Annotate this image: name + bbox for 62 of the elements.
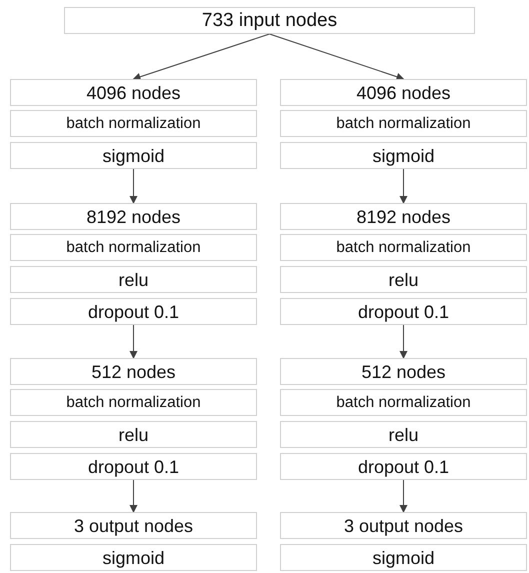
layer-box [10, 298, 257, 325]
layer-box [10, 203, 257, 230]
layer-label: 512 nodes [91, 362, 176, 380]
layer-box [280, 358, 527, 385]
layer-box [280, 234, 527, 261]
layer-box [280, 389, 527, 416]
layer-box [10, 453, 257, 480]
arrow [400, 168, 408, 204]
layer-box [10, 358, 257, 385]
layer-label: sigmoid [102, 146, 165, 164]
arrow [130, 168, 138, 204]
layer-label: dropout 0.1 [88, 302, 180, 320]
layer-label: batch normalization [66, 116, 201, 132]
layer-box [10, 266, 257, 293]
layer-label: 3 output nodes [344, 516, 464, 534]
layer-label: batch normalization [336, 240, 471, 256]
layer-label: batch normalization [336, 394, 471, 410]
layer-box [10, 142, 257, 169]
layer-box [10, 389, 257, 416]
arrow [132, 34, 270, 81]
layer-box [280, 266, 527, 293]
arrow [400, 324, 408, 359]
layer-box [10, 544, 257, 571]
layer-label: dropout 0.1 [88, 458, 180, 476]
layer-box [280, 298, 527, 325]
layer-label: 3 output nodes [74, 516, 194, 534]
layer-box [10, 110, 257, 137]
arrow [400, 480, 408, 513]
layer-label: batch normalization [66, 394, 201, 410]
layer-box [10, 421, 257, 448]
layer-label: batch normalization [66, 240, 201, 256]
layer-label: 8192 nodes [86, 208, 181, 226]
layer-label: 733 input nodes [202, 11, 338, 30]
layer-box [280, 110, 527, 137]
layer-label: sigmoid [372, 548, 435, 566]
layer-label: sigmoid [102, 548, 165, 566]
layer-box [280, 453, 527, 480]
layer-box [280, 142, 527, 169]
layer-box [280, 512, 527, 539]
layer-box [10, 512, 257, 539]
arrow [269, 34, 404, 81]
layer-box [280, 544, 527, 571]
layer-box [10, 79, 257, 106]
layer-label: relu [118, 270, 148, 288]
layer-label: dropout 0.1 [358, 458, 450, 476]
arrow [130, 324, 138, 359]
layer-box [10, 234, 257, 261]
layer-label: 4096 nodes [356, 84, 451, 102]
layer-label: batch normalization [336, 116, 471, 132]
layer-label: relu [118, 426, 148, 444]
layer-box [280, 421, 527, 448]
layer-label: 512 nodes [361, 362, 446, 380]
layer-label: dropout 0.1 [358, 302, 450, 320]
layer-box [280, 79, 527, 106]
layer-label: 8192 nodes [356, 208, 451, 226]
layer-label: relu [388, 426, 418, 444]
layer-label: relu [388, 270, 418, 288]
arrow [130, 480, 138, 513]
layer-label: sigmoid [372, 146, 435, 164]
layer-box [280, 203, 527, 230]
layer-label: 4096 nodes [86, 84, 181, 102]
layer-box [64, 7, 475, 34]
